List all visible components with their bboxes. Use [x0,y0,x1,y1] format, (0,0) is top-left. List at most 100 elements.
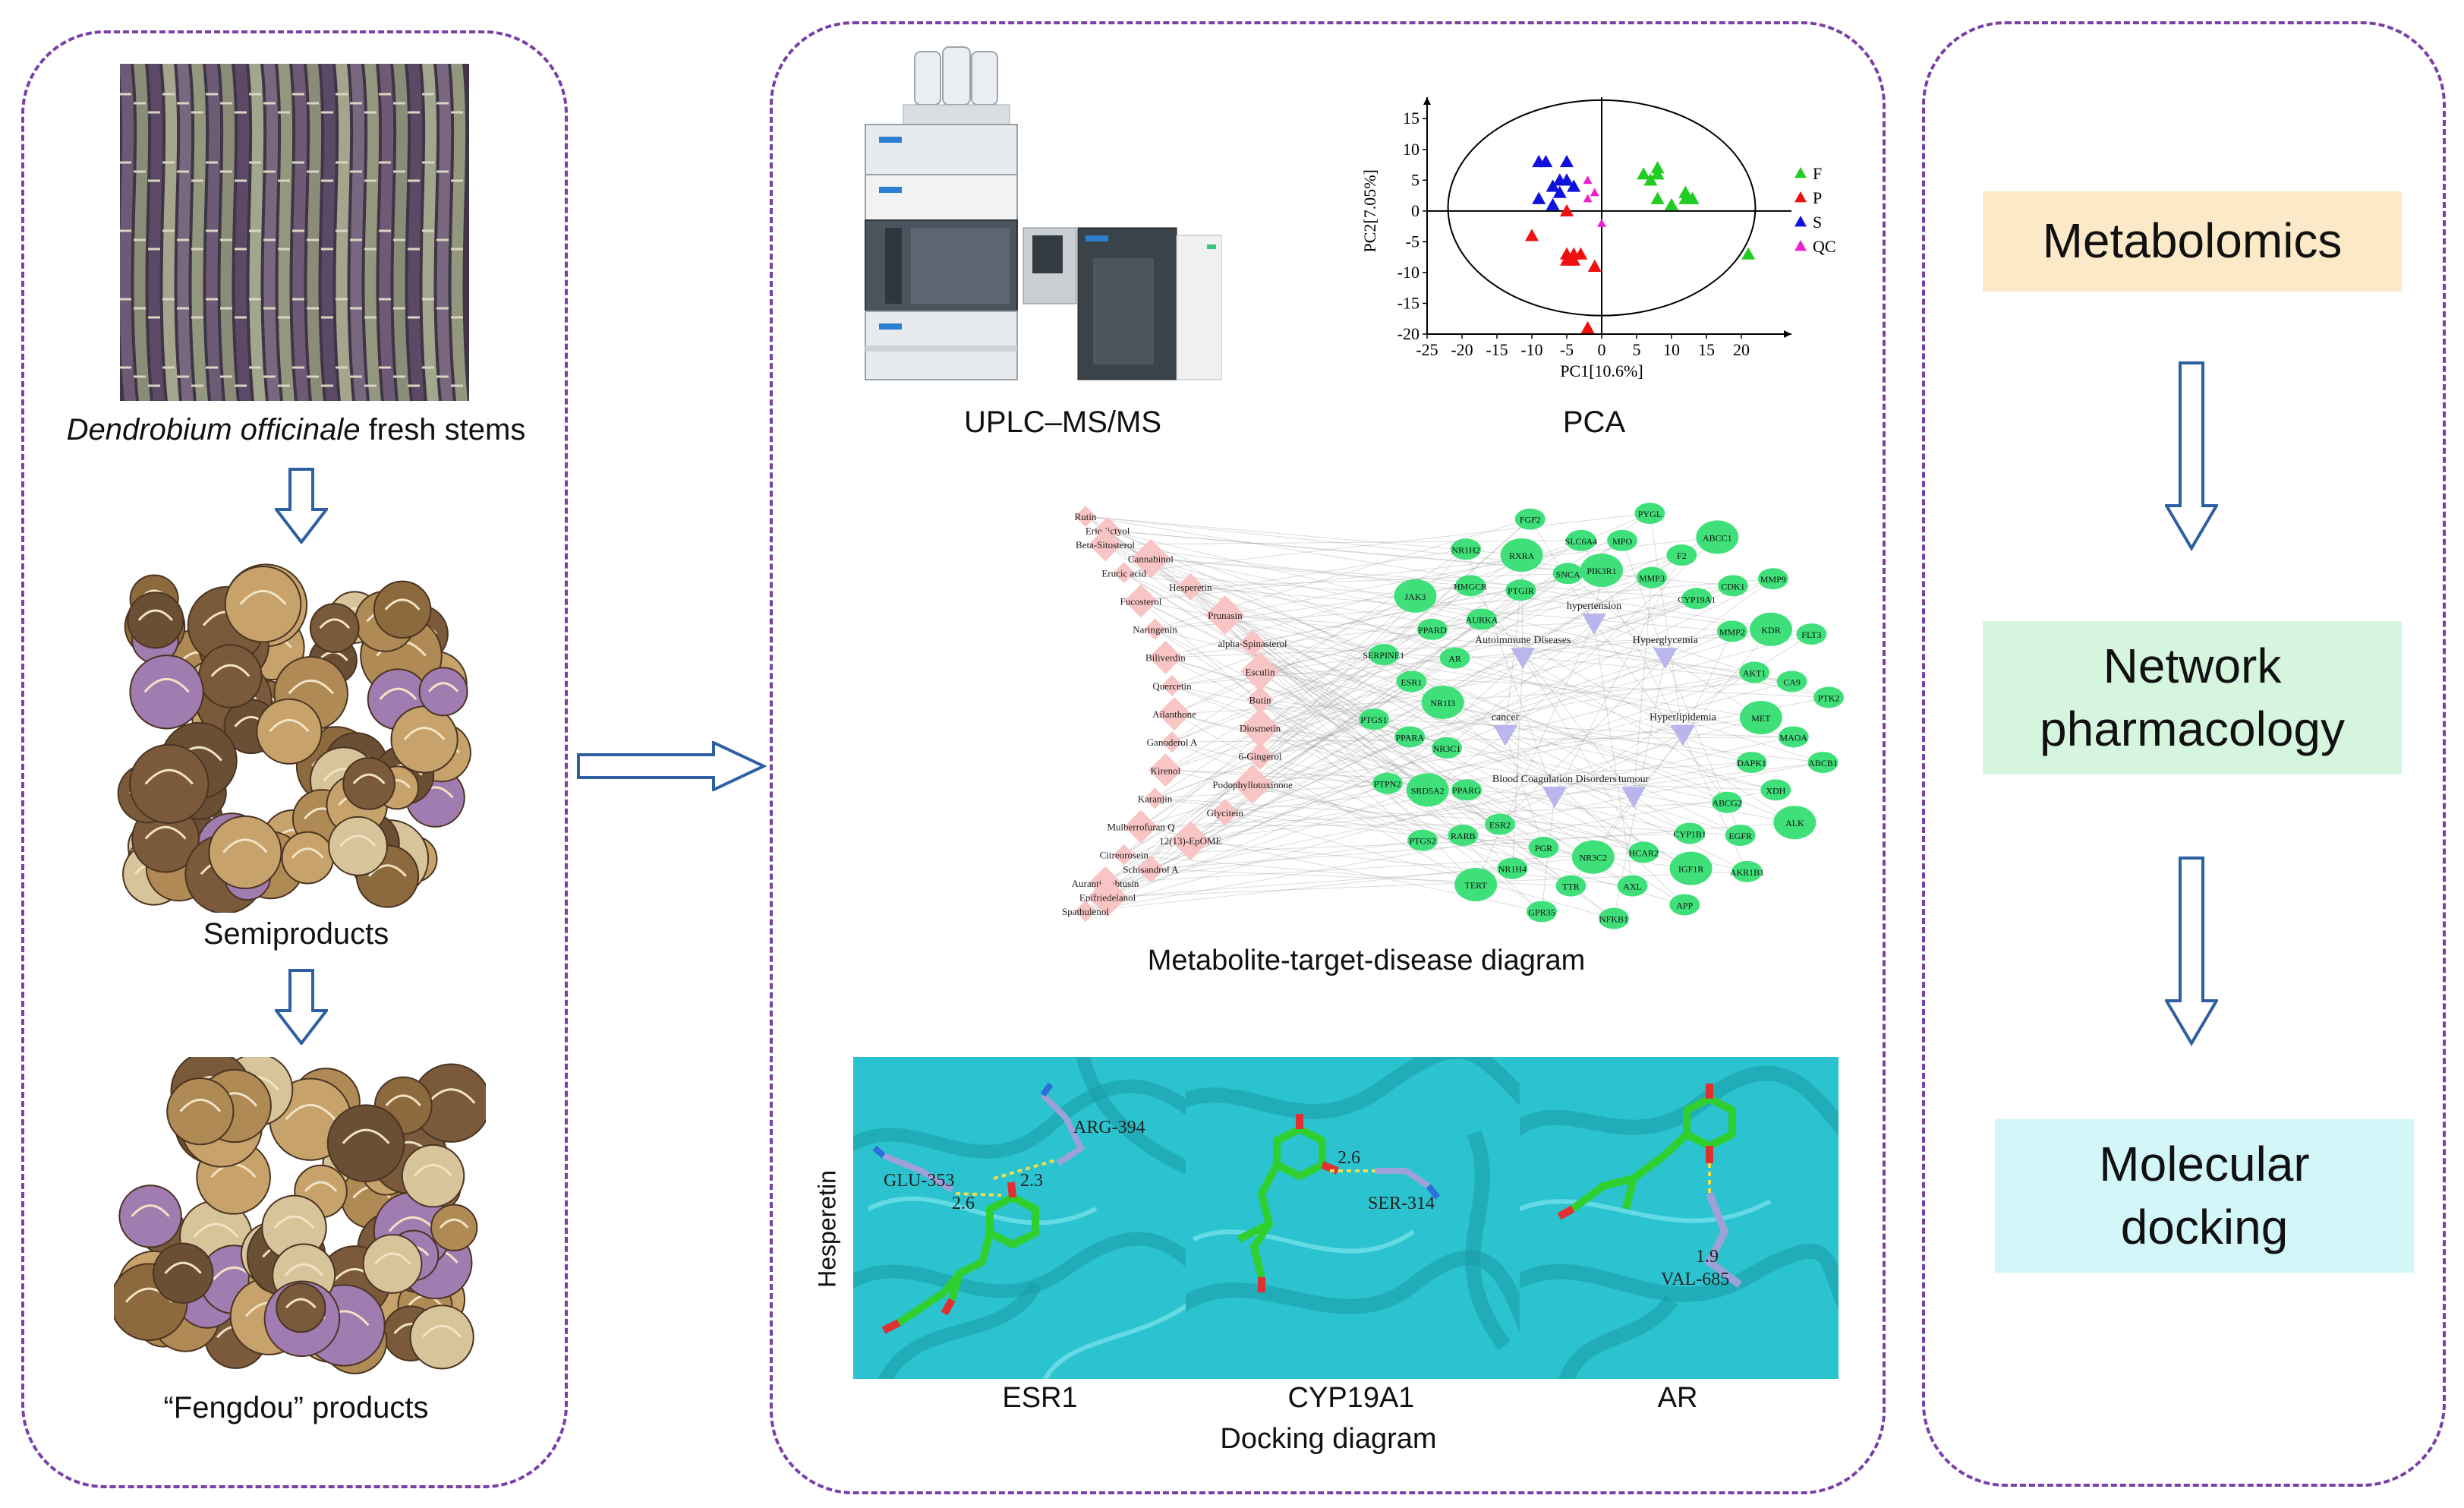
metabolite-label: Epifriedelanol [1079,891,1136,903]
data-point [1525,229,1539,241]
down-arrow-icon [275,468,328,544]
residue-label: SER-314 [1368,1194,1435,1213]
target-node [1598,907,1629,929]
network-edge [1174,595,1416,715]
target-label: FLT3 [1801,629,1821,640]
dried-product-detail [179,1099,222,1112]
network-edge [1155,629,1388,784]
legend-label: F [1813,164,1822,183]
metabolite-label: 6-Gingerol [1238,751,1281,762]
dried-product-detail [379,687,417,700]
data-point [1678,185,1693,198]
y-axis-arrow [1423,97,1431,105]
target-label: CA9 [1783,677,1801,687]
disease-node [1511,648,1536,670]
network-edge [1104,544,1772,630]
metabolite-label: Cannabinol [1128,554,1174,565]
step-network-pharmacology: Network pharmacology [1983,621,2402,775]
network-title: Metabolite-target-disease diagram [1147,945,1586,976]
dried-product-detail [339,834,377,847]
network-edge [1085,789,1776,912]
target-node [1796,623,1827,645]
target-label: XDH [1766,785,1785,796]
target-node [1555,875,1586,897]
metabolite-node [1123,809,1158,844]
stem-shape [421,64,440,401]
x-tick-label: 10 [1663,340,1680,359]
network-edge [1259,680,1412,729]
network-edge [1123,572,1416,597]
dried-product-detail [137,609,173,621]
dried-product-shape [409,1305,474,1370]
dried-product-detail [352,773,386,784]
target-label: PPARG [1452,785,1481,796]
y-tick-label: 10 [1403,140,1419,159]
legend-marker [1794,216,1807,227]
stem-shape [219,64,238,401]
metabolite-node [1149,640,1183,674]
network-edge [1682,631,1733,734]
stem-shape [162,64,180,401]
target-node [1359,708,1390,730]
target-node [1725,825,1756,847]
network-edge [1171,685,1501,825]
dried-product-detail [222,838,268,853]
network-edge [1165,657,1544,848]
dried-product-detail [285,1298,317,1309]
dried-product-detail [210,664,250,677]
stem-shape [133,64,151,401]
metabolite-label: Ganoderol A [1147,737,1198,748]
network-edge [1522,656,1644,853]
target-node [1407,829,1438,851]
network-edge [1165,657,1375,720]
dried-product-shape [390,705,458,774]
target-label: TTR [1562,882,1580,892]
x-tick-label: 0 [1598,340,1606,359]
network-edge [1224,540,1623,616]
dried-product-detail [304,1181,338,1193]
target-label: MMP2 [1719,626,1745,637]
target-label: JAK3 [1405,592,1426,602]
data-point [1560,154,1574,168]
stem-shape [191,64,209,401]
network-edge [1190,762,1823,841]
target-label: SRD5A2 [1411,785,1445,796]
target-node [1394,579,1437,613]
dried-product-shape [208,815,282,890]
target-label: NR1H4 [1498,864,1527,875]
network-edge [1470,585,1634,797]
metabolite-node [1240,651,1280,692]
target-label: FGF2 [1520,515,1541,525]
network-edge [1123,572,1792,682]
target-label: IGF1R [1678,864,1703,875]
network-edge [1165,585,1471,771]
metabolite-label: 12(13)-EpOME [1159,835,1221,847]
network-edge [1505,733,1685,905]
target-node [1455,575,1486,597]
target-label: NR1I3 [1430,698,1455,708]
data-point [1552,185,1567,198]
network-edge [1259,756,1513,869]
data-point [1560,253,1574,266]
dried-product-detail [291,847,324,859]
stem-shape [248,64,266,401]
network-edge [1554,633,1812,797]
distance-label: 2.3 [1020,1171,1043,1191]
network-edge [1259,756,1747,872]
network-edge [1259,727,1795,823]
target-label: ABCG2 [1713,798,1742,809]
x-tick-label: -25 [1416,340,1438,359]
data-point [1637,167,1651,180]
network-edge [1171,741,1423,841]
metabolite-label: Quercetin [1152,680,1192,692]
docking-label-cyp19a1: CYP19A1 [1287,1382,1415,1414]
metabolite-node [1240,708,1280,748]
data-point [1597,219,1606,227]
target-node [1617,875,1648,897]
metabolite-label: Karanjin [1138,793,1173,804]
target-label: AKR1B1 [1730,867,1764,878]
stem-shape [392,64,411,401]
y-tick-label: -5 [1406,232,1419,251]
residue-label: GLU-353 [884,1171,954,1191]
dried-product-shape [129,743,210,825]
